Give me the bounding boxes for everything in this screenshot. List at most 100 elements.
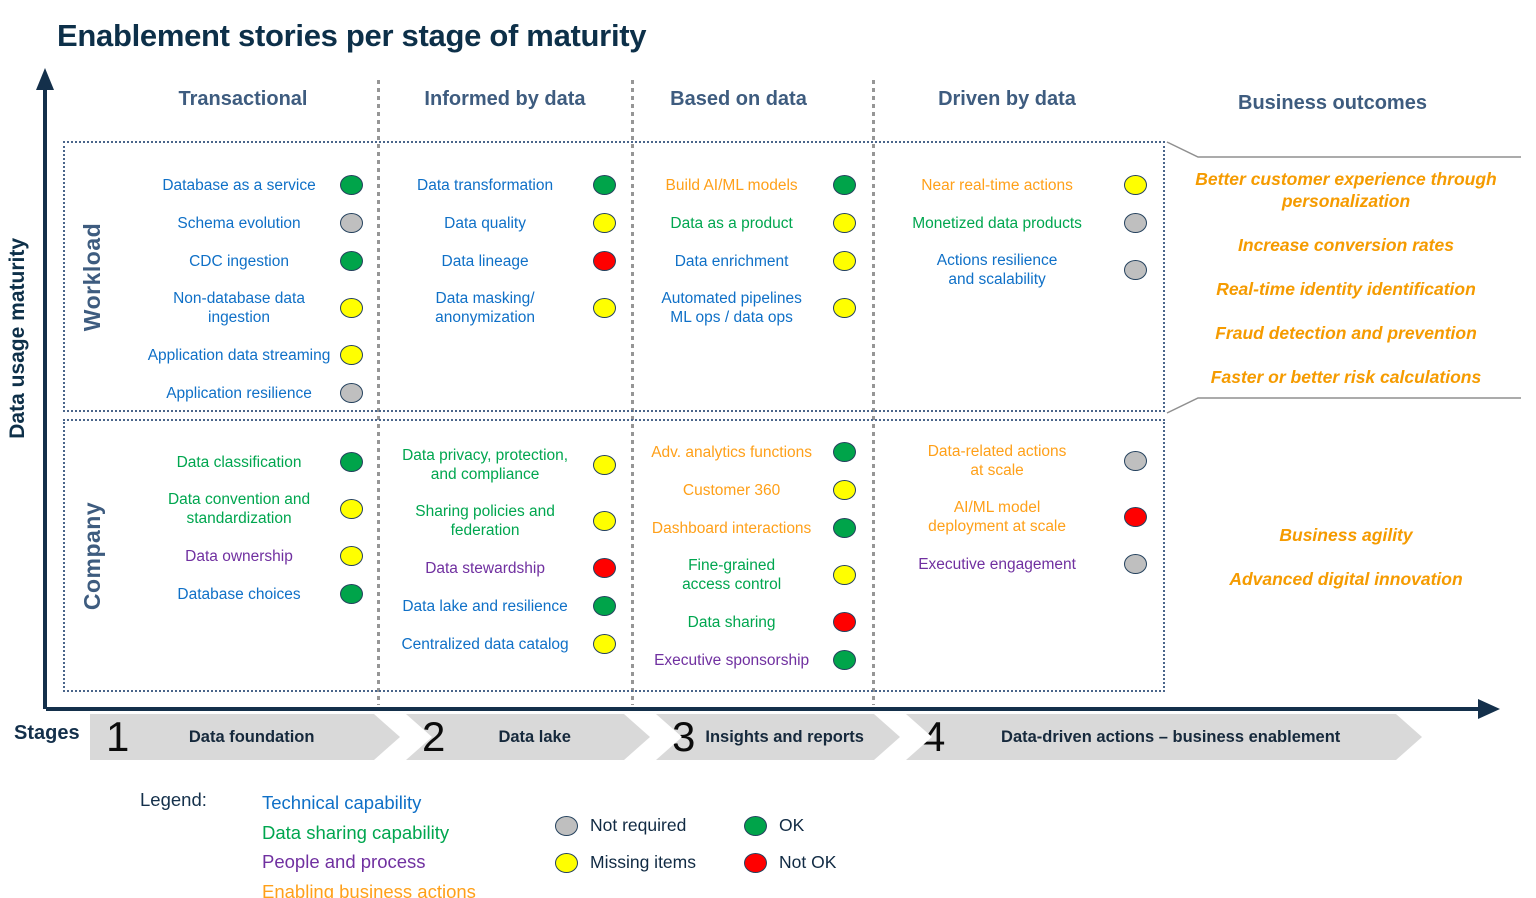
- status-dot-not-required-icon: [340, 383, 364, 403]
- capability-item: Database choices: [140, 575, 379, 613]
- capability-label: Near real-time actions: [921, 176, 1073, 194]
- status-dot-missing-icon: [340, 499, 364, 519]
- capability-label: Database choices: [177, 585, 301, 603]
- stage-number: 4: [922, 713, 946, 760]
- capability-item: Actions resilience and scalability: [872, 242, 1163, 298]
- y-axis-arrowhead-icon: [36, 68, 54, 90]
- status-dot-ok-icon: [340, 251, 364, 271]
- column-header-transactional: Transactional: [178, 88, 308, 110]
- legend-category-technical: Technical capability: [262, 792, 422, 813]
- capability-item: Data enrichment: [632, 242, 872, 280]
- status-dot-ok-icon: [833, 650, 857, 670]
- status-dot-missing-icon: [593, 455, 617, 475]
- status-dot-not-required-icon: [1124, 554, 1147, 574]
- status-dot-missing-icon: [833, 298, 857, 318]
- legend-status-label: Not required: [590, 815, 687, 835]
- capability-item: Data convention and standardization: [140, 481, 379, 537]
- capability-label: Non-database data ingestion: [173, 290, 305, 326]
- legend-status-label: OK: [779, 815, 805, 835]
- capability-label: Data classification: [176, 453, 302, 471]
- capability-label: Data-related actions at scale: [927, 443, 1067, 479]
- business-outcome: Better customer experience through perso…: [1195, 169, 1497, 211]
- column-header-informed-by-data: Informed by data: [424, 88, 586, 110]
- capability-item: Data ownership: [140, 537, 379, 575]
- business-outcome: Fraud detection and prevention: [1215, 323, 1477, 343]
- business-outcomes-header: Business outcomes: [1238, 92, 1427, 114]
- capability-label: Build AI/ML models: [665, 176, 798, 194]
- status-dot-missing-icon: [1124, 175, 1147, 195]
- legend-category-sharing: Data sharing capability: [262, 821, 450, 843]
- row-label-workload: Workload: [79, 222, 105, 331]
- capability-label: Customer 360: [682, 481, 781, 499]
- status-dot-missing-icon: [833, 565, 857, 585]
- capability-item: CDC ingestion: [140, 242, 379, 280]
- business-outcome: Advanced digital innovation: [1229, 569, 1463, 589]
- stage-2: 2 Data lake: [406, 714, 650, 760]
- status-dot-missing-icon: [833, 251, 857, 271]
- capability-label: CDC ingestion: [189, 252, 289, 270]
- status-dot-missing-icon: [340, 345, 364, 365]
- capability-item: Dashboard interactions: [632, 509, 872, 547]
- status-dot-missing-icon: [593, 298, 617, 318]
- capability-item: Near real-time actions: [872, 166, 1163, 204]
- capability-label: Data masking/ anonymization: [435, 290, 536, 326]
- capability-label: Executive engagement: [918, 555, 1076, 573]
- capability-label: Database as a service: [162, 176, 316, 194]
- capability-item: AI/ML model deployment at scale: [872, 489, 1163, 545]
- status-dot-ok-icon: [833, 442, 857, 462]
- status-dot-not-ok-icon: [593, 558, 617, 578]
- status-dot-missing-icon: [340, 546, 364, 566]
- status-dot-ok-icon: [593, 596, 617, 616]
- capability-label: Data stewardship: [425, 559, 545, 577]
- status-dot-not-ok-icon: [593, 251, 617, 271]
- capability-item: Data sharing: [632, 603, 872, 641]
- capability-item: Application data streaming: [140, 336, 379, 374]
- status-dot-ok-icon: [593, 175, 617, 195]
- capability-item: Data lake and resilience: [379, 587, 632, 625]
- status-dot-missing-icon: [833, 213, 857, 233]
- status-dot-missing-icon: [593, 511, 617, 531]
- capability-label: Data quality: [444, 214, 526, 232]
- capability-item: Monetized data products: [872, 204, 1163, 242]
- capability-label: Monetized data products: [912, 214, 1082, 232]
- status-dot-not-required-icon: [1124, 451, 1147, 471]
- cell-company-1: Data privacy, protection, and compliance…: [379, 421, 632, 690]
- legend-category-business: Enabling business actions: [262, 880, 476, 898]
- stage-label: Data lake: [498, 727, 571, 746]
- stage-number: 2: [422, 713, 446, 760]
- stages-label: Stages: [14, 722, 80, 744]
- status-dot-missing-icon: [340, 298, 364, 318]
- capability-label: Data as a product: [670, 214, 793, 232]
- outcomes-bracket-top: [1166, 141, 1521, 158]
- status-dot-ok-icon: [340, 584, 364, 604]
- capability-label: Dashboard interactions: [651, 519, 812, 537]
- legend-title: Legend:: [140, 789, 207, 810]
- capability-label: Data privacy, protection, and compliance: [402, 447, 569, 483]
- capability-item: Schema evolution: [140, 204, 379, 242]
- capability-item: Data stewardship: [379, 549, 632, 587]
- stage-label: Insights and reports: [705, 727, 864, 746]
- stage-number: 1: [106, 713, 130, 760]
- status-dot-not-required-icon: [1124, 213, 1147, 233]
- status-dot-missing-icon: [593, 634, 617, 654]
- capability-item: Application resilience: [140, 374, 379, 412]
- legend-status-not-required: Not required: [555, 815, 686, 836]
- status-dot-ok-icon: [833, 175, 857, 195]
- capability-label: Data enrichment: [674, 252, 789, 270]
- capability-item: Database as a service: [140, 166, 379, 204]
- capability-item: Sharing policies and federation: [379, 493, 632, 549]
- capability-label: Fine-grained access control: [682, 557, 782, 593]
- capability-item: Data lineage: [379, 242, 632, 280]
- business-outcome: Real-time identity identification: [1216, 279, 1476, 299]
